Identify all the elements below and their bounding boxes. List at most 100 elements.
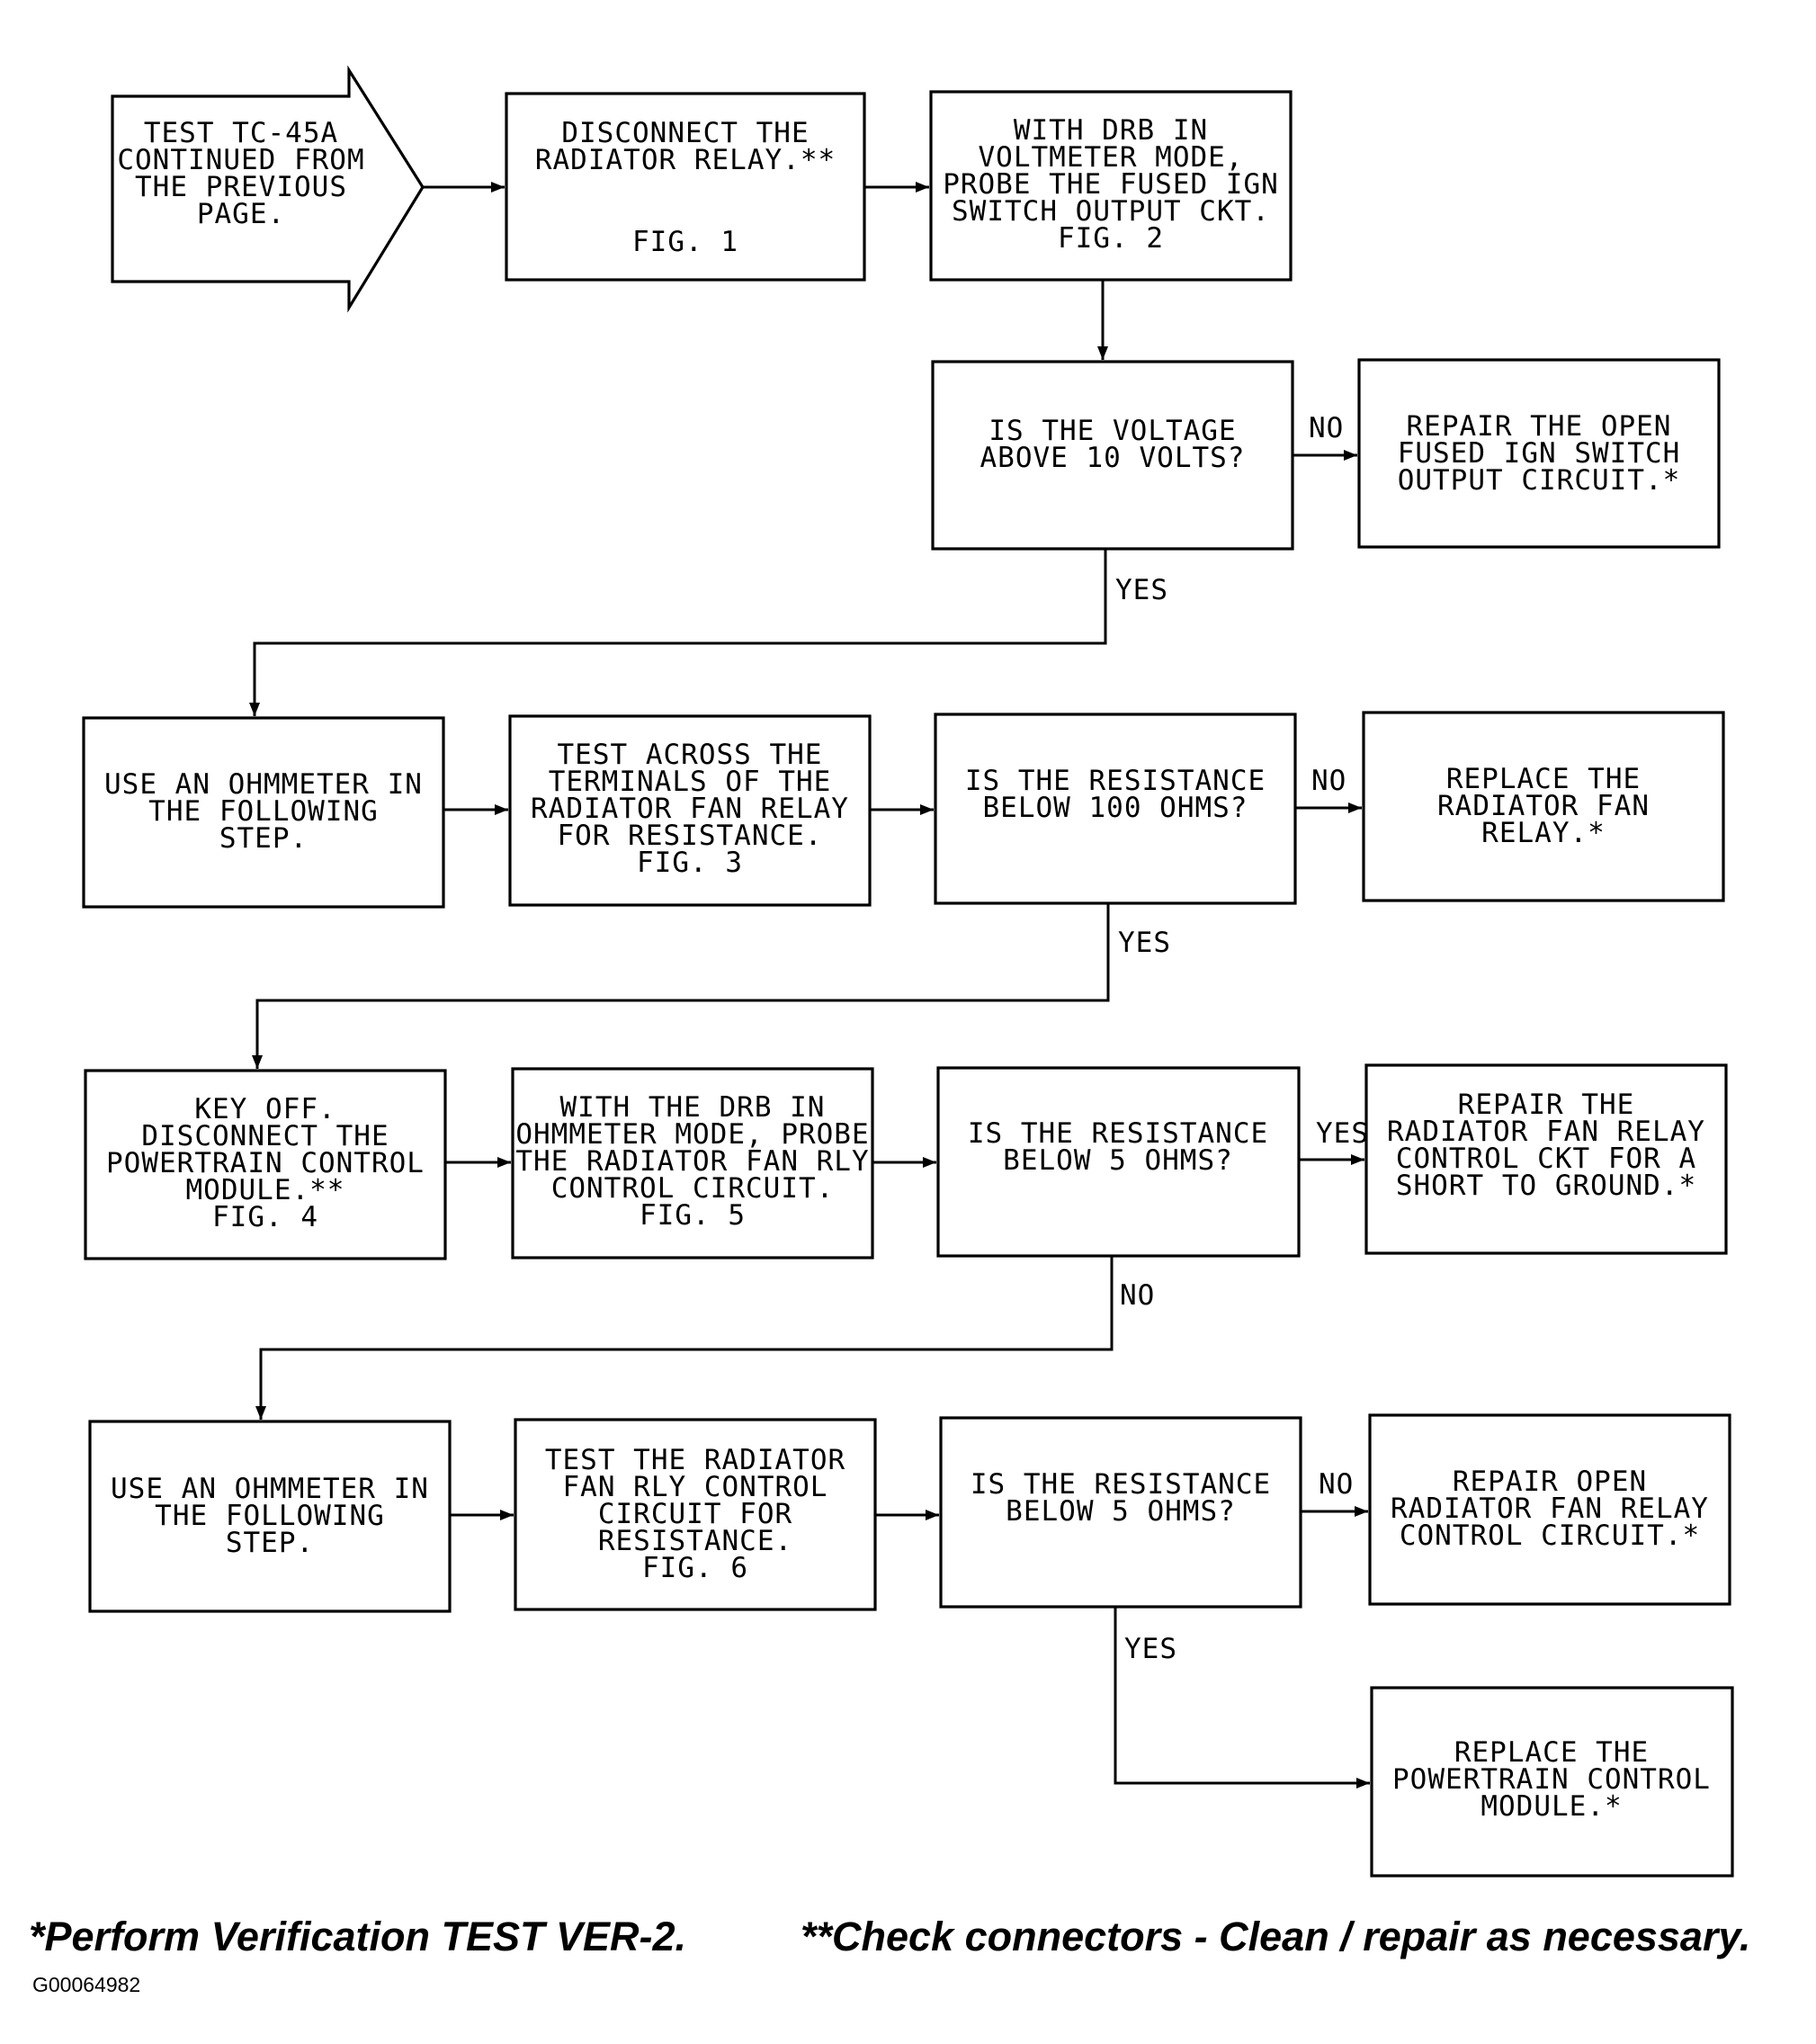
node-text-line: OHMMETER MODE, PROBE [515, 1118, 869, 1151]
node-text-line: THE FOLLOWING [148, 795, 379, 828]
node-text-line: BELOW 100 OHMS? [983, 792, 1248, 824]
node-text-line: RADIATOR FAN RELAY [531, 793, 849, 825]
node-text-line: REPLACE THE [1454, 1736, 1649, 1769]
node-text-line: POWERTRAIN CONTROL [1392, 1763, 1711, 1796]
connector-res5-1-no [255, 1256, 1114, 1420]
node-text-line: REPAIR OPEN [1453, 1466, 1647, 1498]
node-text-line: FIG. 5 [640, 1199, 746, 1232]
node-text-line: IS THE RESISTANCE [965, 765, 1266, 797]
node-text-line: RESISTANCE. [598, 1525, 792, 1557]
node-text-line: VOLTMETER MODE, [979, 141, 1244, 174]
node-text-line: MODULE.* [1481, 1790, 1622, 1823]
node-text-line: MODULE.** [186, 1174, 345, 1206]
flow-connectors [249, 182, 1370, 1788]
node-text-line: POWERTRAIN CONTROL [106, 1147, 425, 1179]
node-text-line: FIG. 6 [642, 1552, 748, 1584]
connector-res5-2-yes [1114, 1607, 1370, 1788]
figure-code: G00064982 [32, 1973, 141, 1996]
node-text-line: USE AN OHMMETER IN [104, 768, 423, 801]
node-text-line: KEY OFF. [194, 1093, 335, 1125]
voltage-no-label: NO [1309, 412, 1344, 444]
node-text-line: RELAY.* [1481, 817, 1606, 849]
node-text-line: REPAIR THE [1458, 1089, 1635, 1121]
node-text-line: STEP. [226, 1527, 314, 1559]
node-text-line: FAN RLY CONTROL [563, 1471, 828, 1503]
node-text-line: CIRCUIT FOR [598, 1498, 792, 1530]
node-text-line: TEST THE RADIATOR [545, 1444, 845, 1476]
resistance-5-1-no-label: NO [1120, 1279, 1155, 1312]
node-text-line: RADIATOR FAN [1437, 790, 1650, 822]
node-text-line: WITH THE DRB IN [560, 1091, 826, 1124]
node-text-line: DISCONNECT THE [141, 1120, 389, 1152]
node-text-line: DISCONNECT THE [561, 117, 809, 149]
connectors-footnote: **Check connectors - Clean / repair as n… [801, 1914, 1751, 1959]
node-text-line: RADIATOR RELAY.** [535, 144, 836, 176]
voltage-yes-label: YES [1115, 574, 1168, 606]
node-text-line: FIG. 3 [637, 847, 743, 879]
node-text-line: TEST TC-45A [144, 117, 338, 149]
node-text-line: IS THE RESISTANCE [971, 1468, 1271, 1501]
node-text-line: FIG. 2 [1058, 222, 1164, 255]
node-text-line: WITH DRB IN [1014, 114, 1208, 147]
node-text-line: TEST ACROSS THE [558, 739, 823, 771]
disconnect-relay-fig-label: FIG. 1 [632, 226, 738, 258]
node-text-line: FIG. 4 [212, 1201, 318, 1233]
node-text-line: SWITCH OUTPUT CKT. [952, 195, 1270, 228]
node-text-line: SHORT TO GROUND.* [1396, 1170, 1696, 1202]
node-text-line: CONTROL CIRCUIT.* [1400, 1520, 1700, 1552]
node-text-line: REPLACE THE [1446, 763, 1641, 795]
resistance-100-no-label: NO [1311, 765, 1346, 797]
node-text-line: ABOVE 10 VOLTS? [980, 442, 1246, 474]
node-text-line: REPAIR THE OPEN [1407, 410, 1672, 443]
node-text-line: STEP. [219, 822, 308, 855]
resistance-5-2-no-label: NO [1319, 1468, 1354, 1501]
resistance-5-1-yes-label: YES [1316, 1117, 1369, 1150]
node-text-line: BELOW 5 OHMS? [1006, 1495, 1236, 1528]
connector-voltage-yes [249, 549, 1107, 716]
resistance-5-2-yes-label: YES [1124, 1633, 1177, 1665]
node-text-line: BELOW 5 OHMS? [1003, 1144, 1233, 1177]
node-text-line: OUTPUT CIRCUIT.* [1398, 464, 1681, 497]
node-text-line: PAGE. [197, 198, 285, 230]
node-text-line: USE AN OHMMETER IN [111, 1473, 429, 1505]
node-text-line: CONTROL CIRCUIT. [551, 1172, 835, 1205]
node-text-line: FUSED IGN SWITCH [1398, 437, 1681, 470]
resistance-100-yes-label: YES [1118, 927, 1171, 959]
node-text-line: FOR RESISTANCE. [558, 820, 823, 852]
connector-res100-yes [252, 903, 1110, 1069]
verification-footnote: *Perform Verification TEST VER-2. [29, 1914, 687, 1959]
node-text-line: THE FOLLOWING [155, 1500, 385, 1532]
node-text-line: IS THE VOLTAGE [989, 415, 1236, 447]
